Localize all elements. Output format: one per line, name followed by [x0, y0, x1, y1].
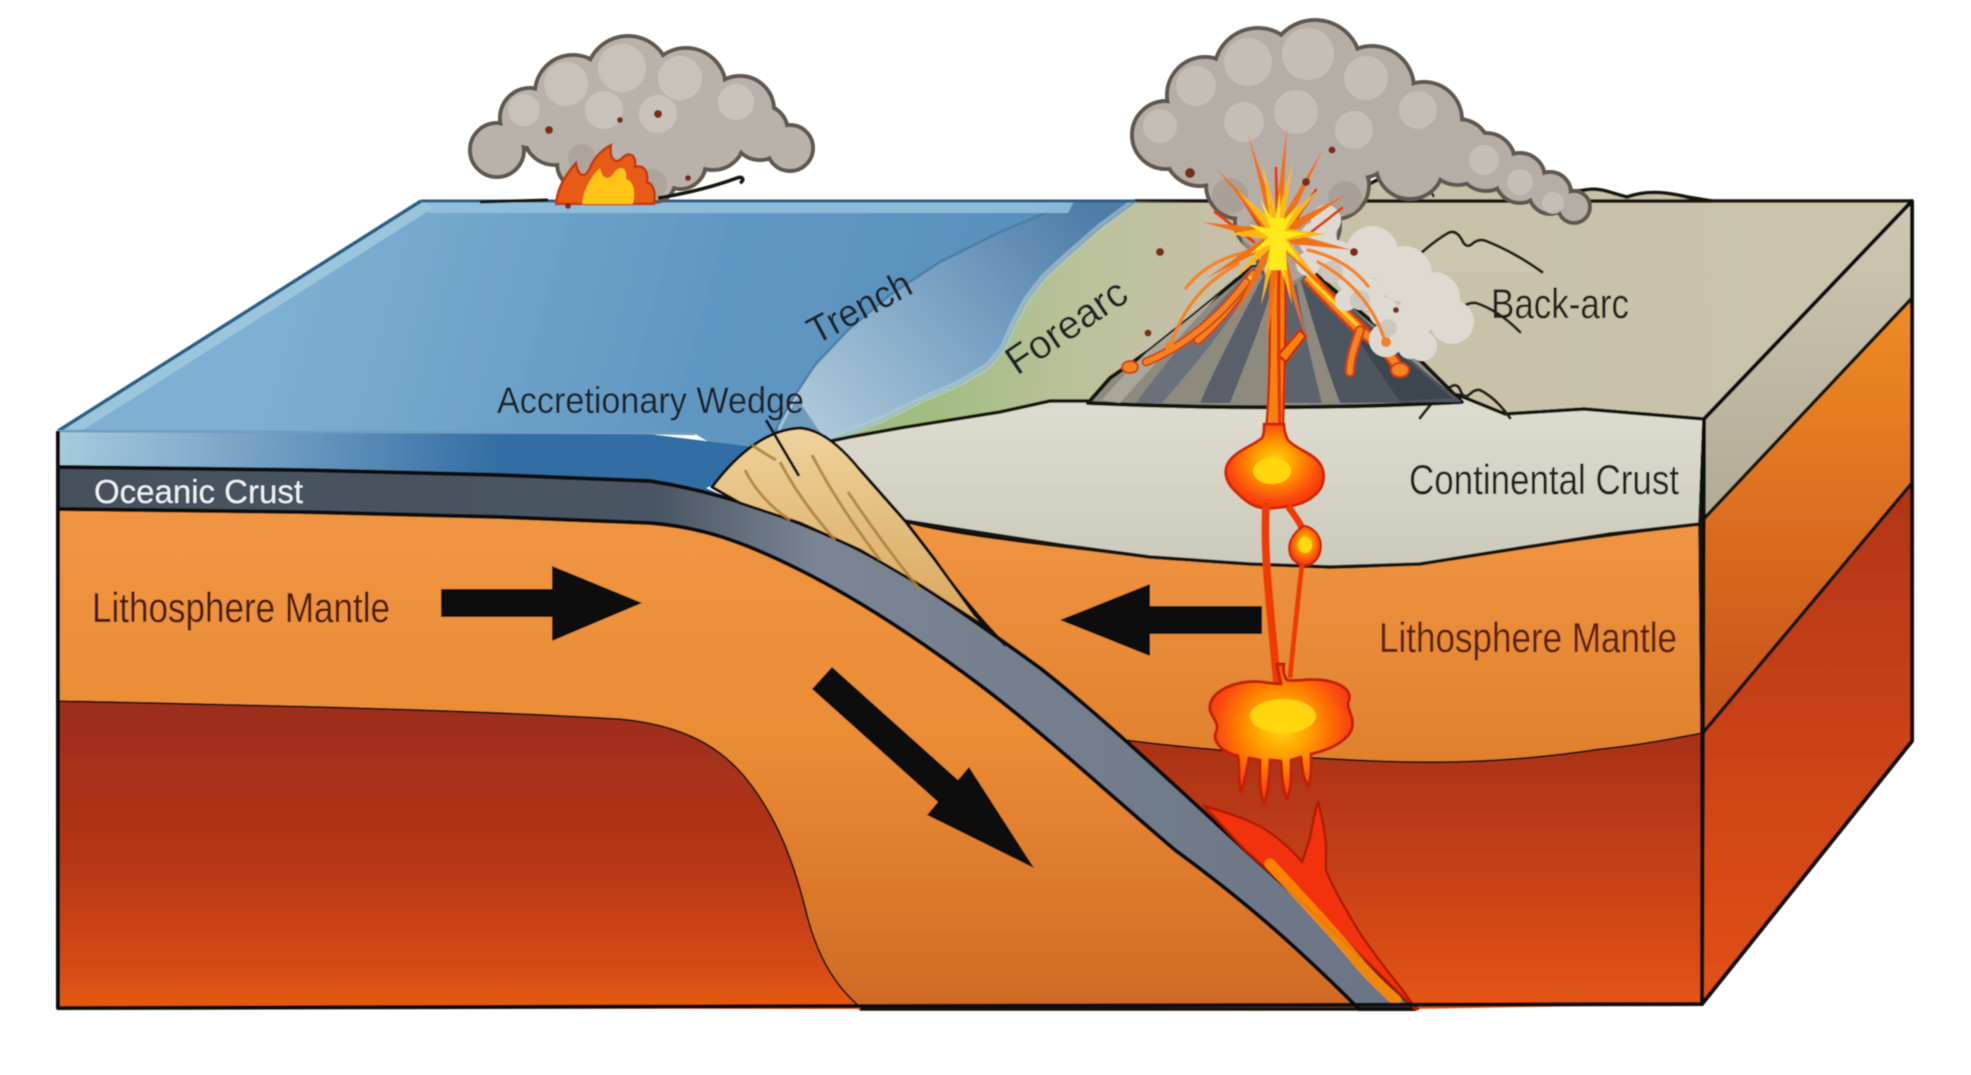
svg-text:Continental Crust: Continental Crust: [1409, 456, 1679, 503]
svg-text:Back-arc: Back-arc: [1491, 280, 1629, 327]
svg-text:Accretionary Wedge: Accretionary Wedge: [497, 380, 804, 421]
svg-text:Oceanic Crust: Oceanic Crust: [94, 473, 303, 510]
svg-text:Lithosphere Mantle: Lithosphere Mantle: [92, 584, 390, 631]
svg-text:Lithosphere Mantle: Lithosphere Mantle: [1379, 614, 1677, 661]
